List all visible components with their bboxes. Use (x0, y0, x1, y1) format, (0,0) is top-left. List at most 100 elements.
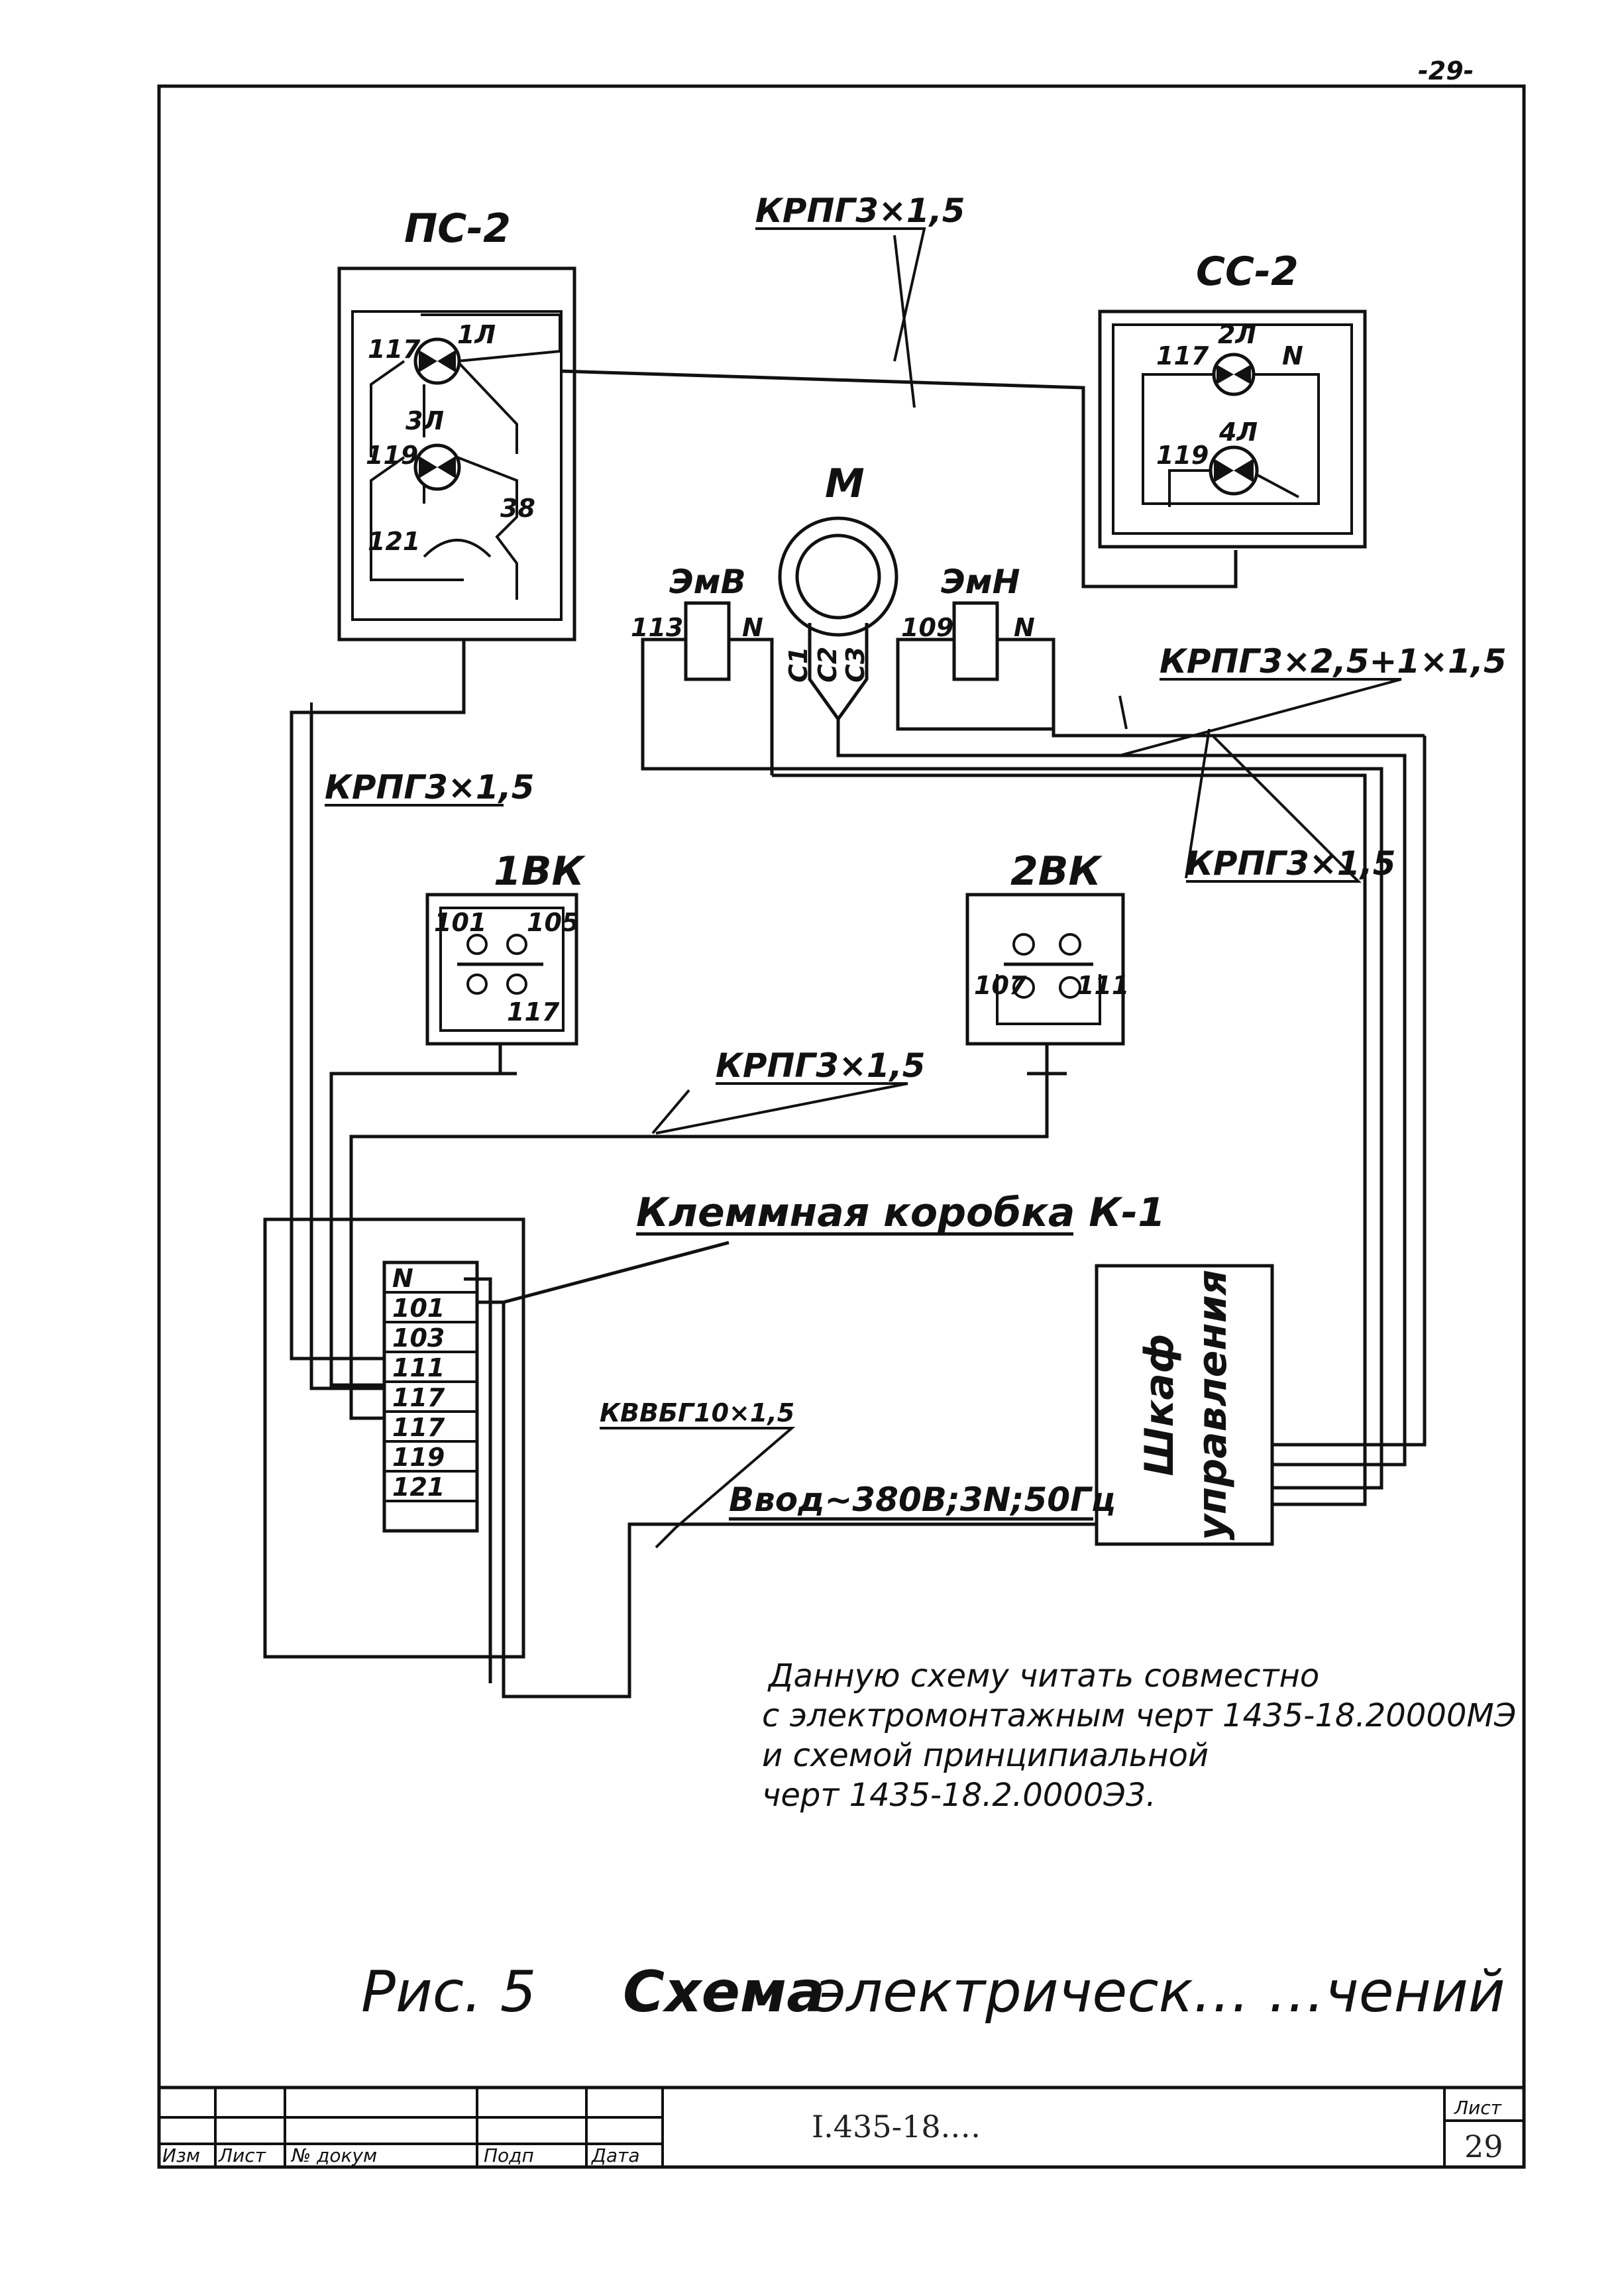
ss2-label-117: 117 (1156, 341, 1209, 370)
vk2-contact-1-icon (1012, 933, 1035, 956)
note-line-3: и схемой принципиальной (762, 1737, 1209, 1774)
ps2-label-119: 119 (366, 441, 418, 470)
limit-switch-1vk: 1ВК 101 105 117 (425, 848, 586, 1076)
ps2-label-121: 121 (368, 527, 420, 556)
stamp-document-code: I.435-18.… (812, 2109, 981, 2145)
emv-label-right: N (742, 613, 763, 642)
vk1-label-105: 105 (527, 908, 579, 937)
emv-label-left: 113 (631, 613, 683, 642)
wiring (290, 227, 1427, 1699)
cable-label-right-mid: КРПГ3×1,5 (1186, 844, 1395, 883)
cable-label-motor-feed: КРПГ3×2,5+1×1,5 (1160, 642, 1507, 681)
stamp-col-izm: Изм (162, 2145, 200, 2166)
vk1-inner-box (439, 907, 565, 1032)
ss2-label-n: N (1282, 341, 1303, 370)
stamp-col-list: Лист (218, 2145, 266, 2166)
vk2-contact-3-icon (1012, 976, 1035, 999)
vk1-title: 1ВК (494, 848, 586, 895)
input-supply-label: Ввод~380В;3N;50Гц (729, 1480, 1116, 1519)
terminal-label: N (392, 1264, 413, 1293)
vk2-internal-wiring (996, 974, 1101, 1025)
vk2-title: 2ВК (1010, 848, 1103, 895)
button-38-icon (423, 539, 492, 558)
cable-label-leaders (325, 227, 1402, 1529)
control-cabinet: Шкаф управления (1095, 1264, 1274, 1546)
ps2-title: ПС-2 (404, 205, 511, 252)
caption-fig: Рис. 5 (361, 1959, 536, 2025)
cable-emv-cabinet (1272, 767, 1383, 1490)
terminal-box-leader (503, 1241, 730, 1304)
cabinet-label-2: управления (1189, 1270, 1236, 1541)
ss2-inner-box (1112, 323, 1353, 535)
note-line-2: с электромонтажным черт 1435-18.20000МЭ (762, 1697, 1516, 1734)
ps2-panel: ПС-2 117 1Л 3Л 119 121 38 (337, 205, 576, 641)
emv-title: ЭмВ (669, 563, 746, 601)
vk2-label-111: 111 (1077, 971, 1129, 1000)
emn-label-left: 109 (901, 613, 953, 642)
motor-c3: С3 (841, 647, 870, 683)
lamp-3-cross-icon (419, 456, 456, 478)
note-line-1: Данную схему читать совместно (767, 1657, 1319, 1695)
terminal-label: 111 (392, 1353, 445, 1382)
cable-label-box: КВВБГ10×1,5 (600, 1398, 794, 1427)
cable-ps2-terminal-2 (309, 712, 384, 1390)
cable-emn-cabinet (1272, 736, 1427, 1447)
terminal-label: 101 (392, 1294, 445, 1323)
emv-coil-body (684, 601, 731, 681)
limit-switch-2vk: 2ВК 107 111 (965, 848, 1129, 1076)
emn-coil: ЭмН 109 N (896, 563, 1425, 738)
motor-title: М (825, 461, 865, 507)
emn-title: ЭмН (941, 563, 1020, 601)
cabinet-box (1095, 1264, 1274, 1546)
motor-c1: С1 (784, 647, 813, 683)
ss2-title: СС-2 (1196, 249, 1299, 295)
cable-motor-cabinet (836, 719, 1407, 1467)
cable-ps2-ss2 (561, 369, 1238, 588)
ps2-label-lamp3: 3Л (406, 406, 444, 435)
vk1-contact-1-icon (466, 934, 488, 955)
cable-label-left: КРПГ3×1,5 (325, 768, 534, 807)
emn-leads (896, 638, 1425, 738)
vk1-contact-3-icon (466, 974, 488, 995)
drawing-frame (157, 84, 1526, 2169)
emn-coil-body (952, 601, 999, 681)
cable-label-top: КРПГ3×1,5 (755, 192, 965, 230)
title-block: Изм Лист № докум Подп Дата I.435-18.… Ли… (159, 2086, 1524, 2167)
stamp-col-sign: Подп (484, 2145, 534, 2166)
motor-c2: С2 (813, 647, 842, 683)
vk1-contact-4-icon (506, 974, 527, 995)
terminal-label: 119 (392, 1443, 445, 1472)
ss2-label-lamp2: 2Л (1218, 320, 1256, 349)
terminal-box-outer (263, 1217, 525, 1659)
terminal-label: 117 (392, 1413, 445, 1442)
vk2-contact-2-icon (1059, 933, 1081, 956)
terminal-label: 121 (392, 1473, 445, 1502)
stamp-col-date: Дата (590, 2145, 640, 2166)
ss2-label-lamp4: 4Л (1218, 418, 1258, 447)
motor: М С1 С2 С3 (778, 461, 898, 722)
stamp-sheet-label: Лист (1454, 2097, 1502, 2119)
vk1-contact-2-icon (506, 934, 527, 955)
cable-emv-n-cabinet (772, 773, 1367, 1506)
vk2-output-lead (1027, 1044, 1067, 1076)
terminal-label: 117 (392, 1383, 445, 1412)
terminal-label: 103 (392, 1323, 445, 1353)
stamp-sheet-number: 29 (1464, 2129, 1503, 2164)
emv-coil: ЭмВ 113 N (631, 563, 1319, 775)
caption-rest: электрическ… …чений (815, 1959, 1505, 2025)
figure-caption: Рис. 5 Схема электрическ… …чений (361, 1959, 1505, 2025)
caption-title: Схема (623, 1959, 825, 2025)
terminal-strip-frame (382, 1260, 479, 1533)
vk2-label-107: 107 (974, 971, 1027, 1000)
stamp-col-doc: № докум (290, 2145, 377, 2166)
cable-ps2-terminal (290, 640, 466, 1361)
lamp-1-cross-icon (419, 350, 456, 372)
vk1-label-101: 101 (434, 908, 486, 937)
cabinet-label-1: Шкаф (1136, 1334, 1183, 1477)
ss2-panel: СС-2 117 2Л N 4Л 119 (1098, 249, 1367, 549)
ps2-outer-box (337, 266, 576, 641)
ps2-label-117: 117 (368, 335, 421, 364)
